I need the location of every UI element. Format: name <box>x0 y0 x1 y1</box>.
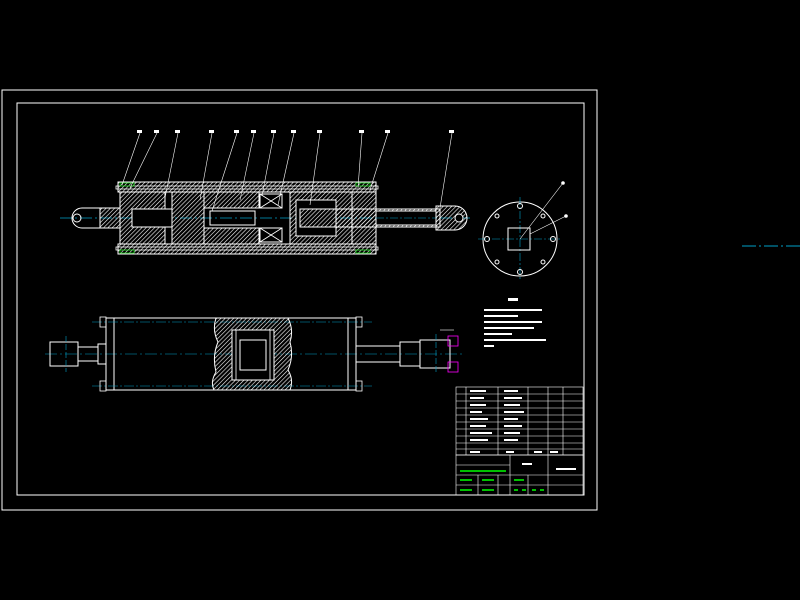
section-balloon-ticks <box>137 130 454 133</box>
parts-list-marks <box>470 390 558 453</box>
parts-list <box>455 386 584 456</box>
exterior-view <box>45 316 462 392</box>
outer-border <box>1 89 598 511</box>
title-block-marks <box>460 463 576 491</box>
title-block <box>455 454 584 496</box>
section-leaders <box>121 132 453 212</box>
end-view <box>478 181 568 281</box>
tech-notes <box>484 298 546 347</box>
inner-border <box>16 102 585 496</box>
section-view <box>60 130 470 255</box>
